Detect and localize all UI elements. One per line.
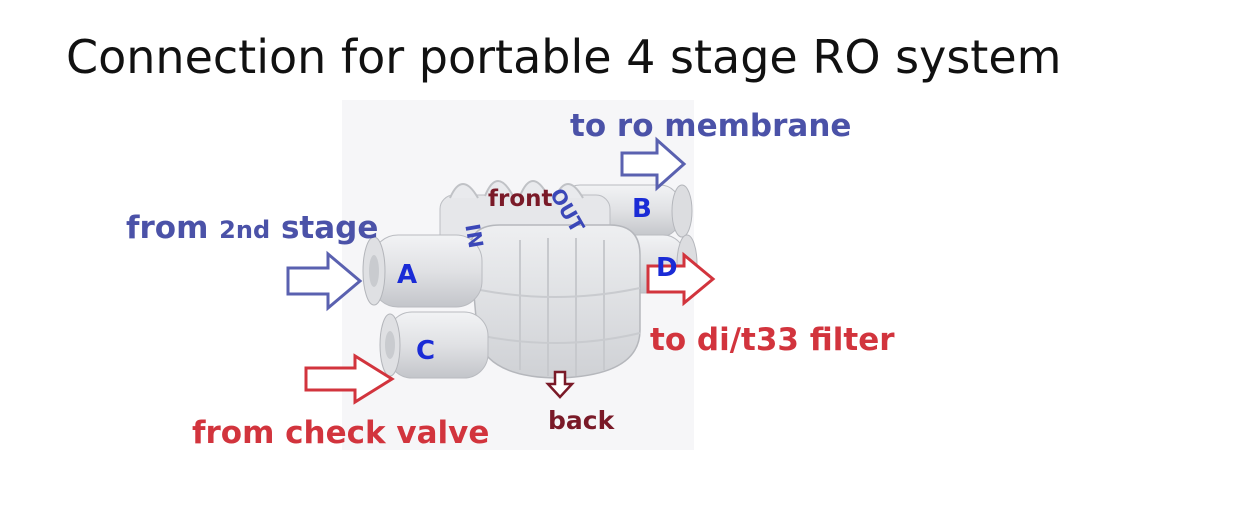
label-from-second-stage: from 2nd stage [126,210,378,246]
port-label-d: D [656,253,678,283]
label-stage: stage [280,210,379,246]
pipe-c [379,311,489,379]
label-in: IN [460,222,489,250]
port-label-b: B [632,194,652,224]
arrow-right-icon [304,353,395,405]
label-front: front [488,186,553,212]
label-second-stage-num: 2nd [219,216,271,244]
port-label-c: C [416,336,436,366]
pipe-a [362,234,483,308]
label-from: from [126,210,209,246]
label-from-check-valve: from check valve [192,415,490,451]
label-back: back [548,406,615,435]
page-title: Connection for portable 4 stage RO syste… [66,30,1062,84]
valve-body [469,224,641,379]
arrow-right-icon [646,251,716,307]
arrow-right-icon [620,136,687,192]
arrow-right-icon [286,250,363,312]
label-to-ro-membrane: to ro membrane [570,108,852,144]
arrow-down-icon [545,370,575,399]
port-label-a: A [397,260,418,290]
label-to-di-filter: to di/t33 filter [650,322,895,358]
